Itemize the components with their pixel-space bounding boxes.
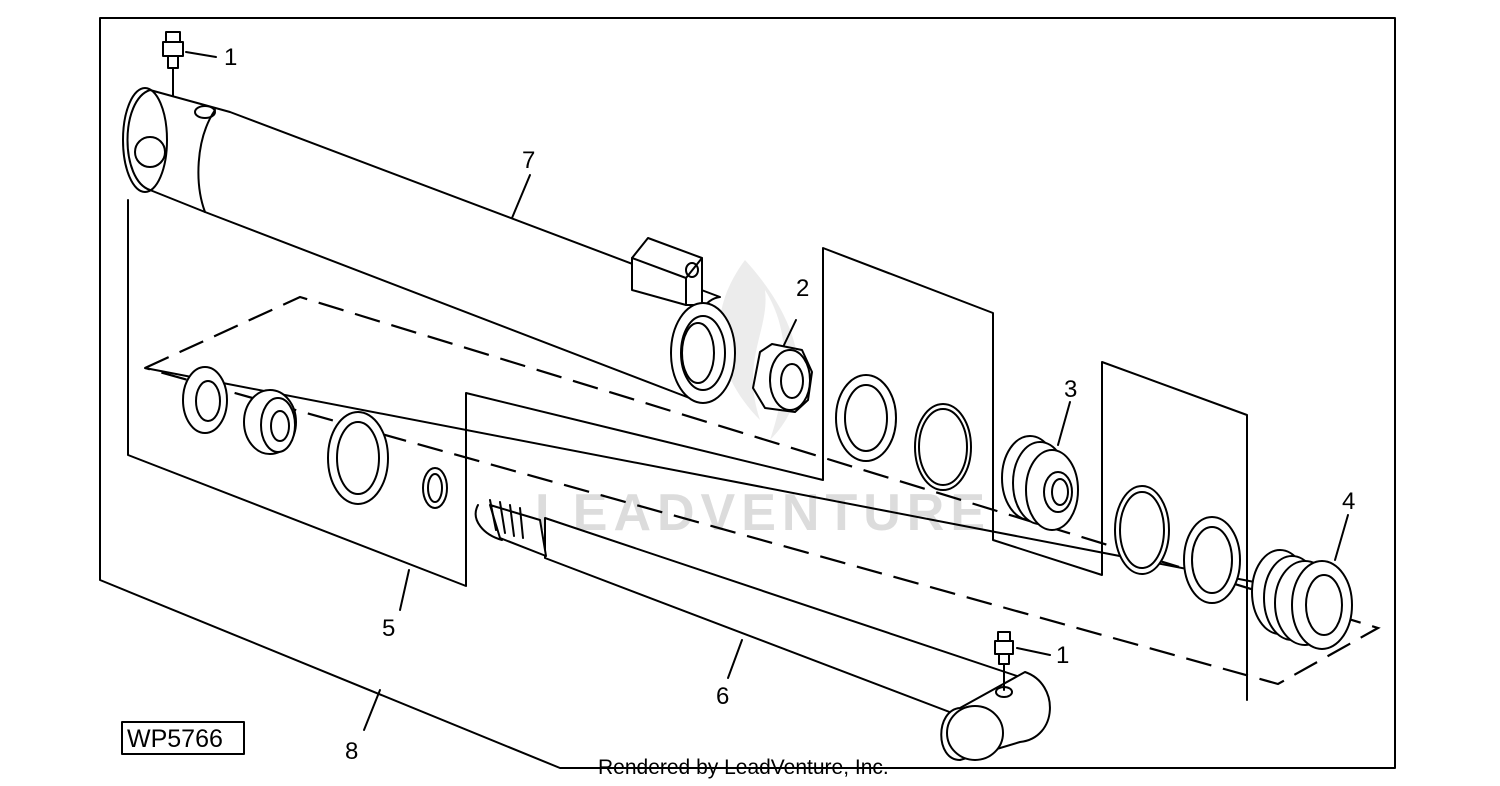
grease-fitting-top	[162, 31, 217, 97]
callout-4: 4	[1342, 488, 1355, 515]
piston-rod	[474, 499, 1051, 761]
piston	[1001, 401, 1079, 531]
middle-seals	[835, 374, 972, 491]
callout-8: 8	[345, 738, 358, 765]
watermark-flame-icon	[719, 260, 799, 440]
right-seals	[1114, 485, 1241, 604]
grease-fitting-rod	[994, 631, 1051, 698]
render-credit: Rendered by LeadVenture, Inc.	[598, 756, 889, 779]
seal-kit-panel-left	[127, 199, 1248, 701]
callout-2: 2	[796, 275, 809, 302]
watermark-text: LEADVENTURE	[535, 484, 991, 542]
outer-frame	[99, 17, 1396, 769]
cylinder-barrel	[122, 87, 736, 404]
callout-3: 3	[1064, 376, 1077, 403]
callout-5: 5	[382, 615, 395, 642]
callout-1-top: 1	[224, 44, 237, 71]
callout-7: 7	[522, 147, 535, 174]
callout-6-leader	[727, 639, 743, 679]
callout-5-leader	[399, 569, 410, 611]
callout-1-rod: 1	[1056, 642, 1069, 669]
figure-code-box	[121, 721, 245, 755]
kit-dashed-outline	[144, 295, 1381, 686]
part-centerline	[144, 367, 1271, 586]
callout-6: 6	[716, 683, 729, 710]
gland	[1251, 514, 1353, 650]
figure-code: WP5766	[127, 725, 223, 753]
seal-kit-parts	[182, 366, 448, 509]
lock-nut	[752, 319, 813, 413]
callout-7-leader	[511, 174, 531, 219]
callout-8-leader	[363, 689, 381, 731]
